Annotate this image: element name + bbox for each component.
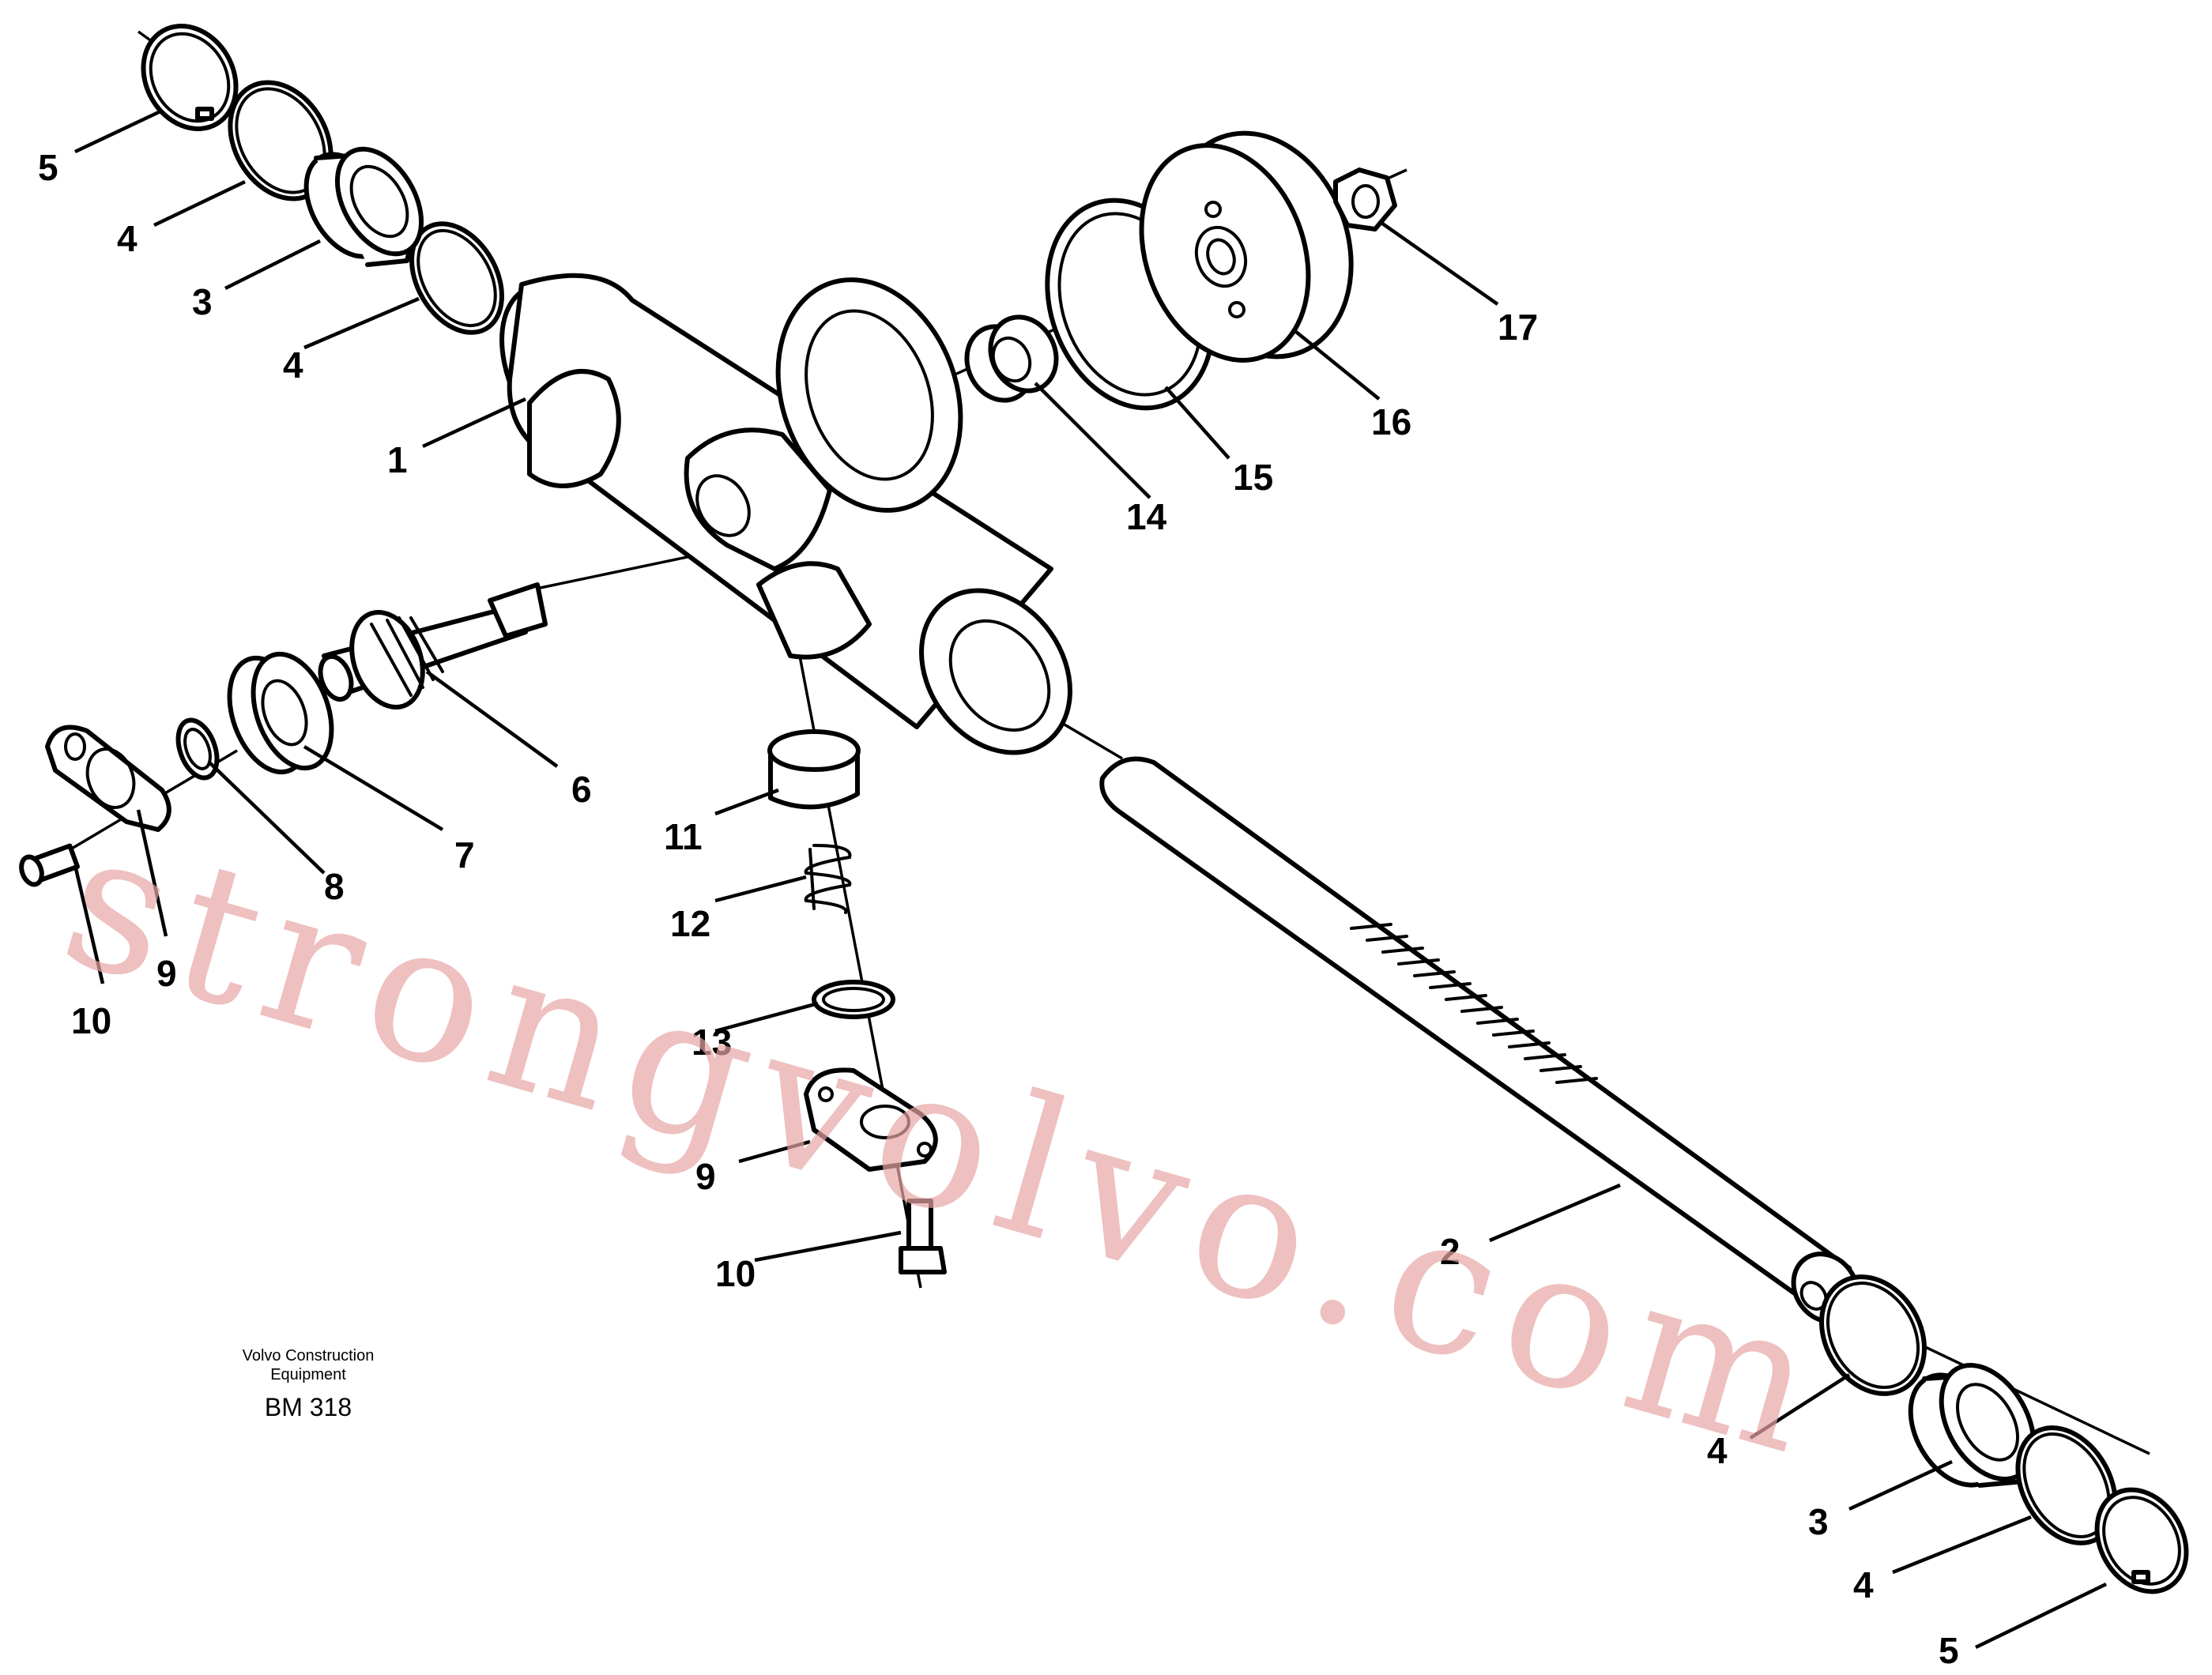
callout-9-bottom: 9 xyxy=(695,1156,716,1197)
cover-plate-left xyxy=(45,725,171,832)
callout-8: 8 xyxy=(324,866,345,907)
ball-bearing xyxy=(227,651,334,775)
cover-plate-bottom xyxy=(804,1067,938,1172)
circlip-bottom xyxy=(2094,1487,2189,1594)
callout-12: 12 xyxy=(670,903,710,944)
lock-nut xyxy=(1333,168,1397,231)
callout-5-bottom: 5 xyxy=(1939,1630,1959,1671)
credit-company-line2: Equipment xyxy=(270,1366,346,1383)
callout-1: 1 xyxy=(387,439,408,480)
callout-2: 2 xyxy=(1440,1231,1460,1272)
callout-9-left: 9 xyxy=(156,953,177,994)
screw-bottom xyxy=(899,1199,947,1274)
callout-4-top-outer: 4 xyxy=(117,218,138,259)
callout-11: 11 xyxy=(664,816,703,857)
screw-left xyxy=(19,843,80,887)
callout-14: 14 xyxy=(1126,496,1167,537)
callout-16: 16 xyxy=(1371,401,1411,442)
drawing-reference: BM 318 xyxy=(265,1393,352,1421)
callout-5-top: 5 xyxy=(38,147,58,188)
needle-bearing xyxy=(964,314,1059,403)
callout-4-bottom-inner: 4 xyxy=(1707,1430,1728,1471)
callout-10-left: 10 xyxy=(71,1000,111,1041)
spring xyxy=(804,844,852,914)
callout-17: 17 xyxy=(1498,307,1538,348)
callout-7: 7 xyxy=(454,834,475,875)
pressure-pad xyxy=(767,729,861,810)
callout-3-bottom: 3 xyxy=(1808,1501,1829,1542)
callout-4-bottom-outer: 4 xyxy=(1853,1564,1874,1605)
snap-ring xyxy=(175,717,220,781)
bushing-bottom xyxy=(1908,1362,2037,1488)
callout-6: 6 xyxy=(571,769,592,810)
o-ring-bottom-inner xyxy=(1819,1274,1927,1396)
steering-housing xyxy=(499,273,1072,755)
credit-block: Volvo Construction Equipment BM 318 xyxy=(243,1347,375,1421)
callout-4-top-inner: 4 xyxy=(283,344,303,386)
circlip-top xyxy=(141,24,239,131)
callout-13: 13 xyxy=(691,1022,732,1063)
credit-company-line1: Volvo Construction xyxy=(243,1347,375,1364)
leader-lines xyxy=(73,108,2107,1650)
o-ring-pad xyxy=(812,980,895,1019)
callout-labels: 5 4 3 4 1 6 7 8 9 10 11 12 13 9 10 2 14 … xyxy=(38,147,1959,1671)
callout-3-top: 3 xyxy=(192,281,213,322)
pinion-shaft xyxy=(318,582,548,710)
o-ring-top-inner xyxy=(409,221,504,335)
end-cover xyxy=(1139,130,1354,363)
callout-10-bottom: 10 xyxy=(715,1253,756,1294)
callout-15: 15 xyxy=(1233,457,1273,498)
o-ring-top-outer xyxy=(228,80,333,201)
bushing-top xyxy=(303,146,424,267)
